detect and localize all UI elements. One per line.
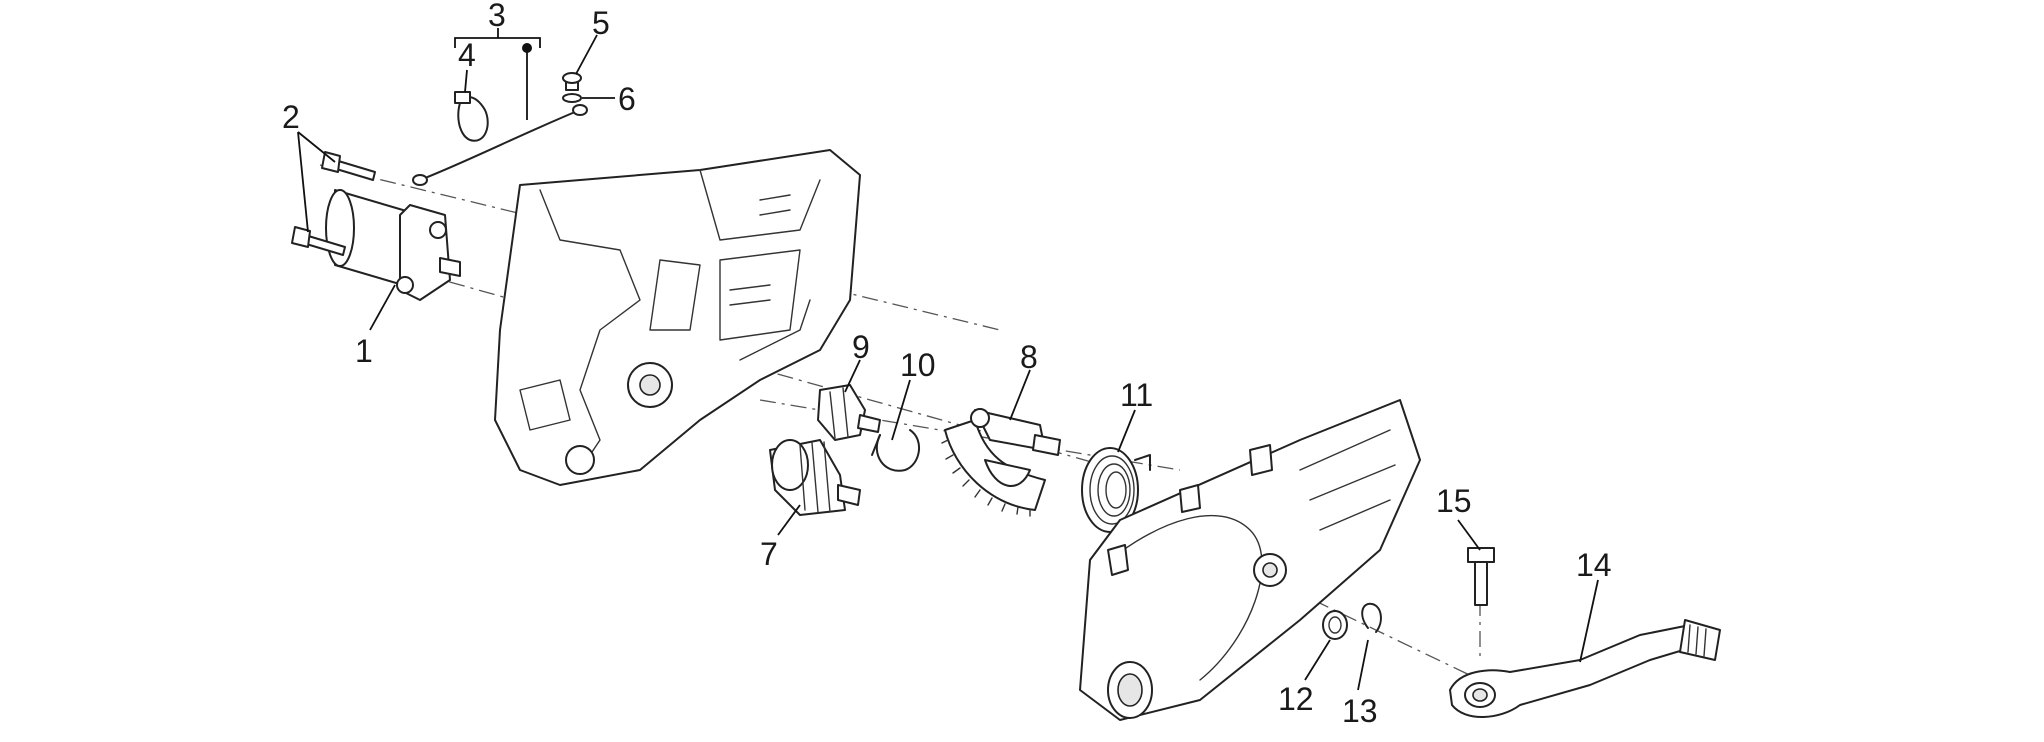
return-spring	[1081, 447, 1151, 533]
callout-8: 8	[1020, 339, 1038, 375]
callout-10: 10	[900, 347, 936, 383]
starter-motor	[325, 189, 461, 301]
crankcase-housing	[494, 149, 861, 486]
callout-11: 11	[1120, 377, 1153, 413]
callout-9: 9	[852, 329, 870, 365]
callout-4: 4	[458, 37, 476, 73]
callout-labels: 1 2 3 4 5 6 7 8 9 10 11 12 13 14 15	[282, 0, 1612, 729]
callout-7: 7	[760, 536, 778, 572]
kickstart-pinion	[769, 439, 861, 516]
circlip	[1361, 602, 1382, 633]
callout-6: 6	[618, 81, 636, 117]
ground-cable	[412, 104, 588, 186]
callout-12: 12	[1278, 681, 1314, 717]
callout-14: 14	[1576, 547, 1612, 583]
callout-2: 2	[282, 99, 300, 135]
kick-pedal	[1449, 619, 1721, 718]
cable-tie	[454, 91, 489, 142]
callout-13: 13	[1342, 693, 1378, 729]
thrust-washer	[1322, 610, 1348, 640]
callout-1: 1	[355, 333, 373, 369]
driven-gear	[817, 384, 881, 441]
callout-3: 3	[488, 0, 506, 33]
transmission-cover	[1079, 399, 1421, 721]
starter-bolts	[291, 151, 376, 256]
screw-and-washer	[562, 72, 582, 103]
callout-5: 5	[592, 5, 610, 41]
kick-sector-gear	[941, 408, 1061, 517]
spring-clip	[871, 429, 920, 472]
leader-lines	[297, 28, 1599, 691]
callout-15: 15	[1436, 483, 1472, 519]
pedal-bolt	[1467, 547, 1495, 606]
